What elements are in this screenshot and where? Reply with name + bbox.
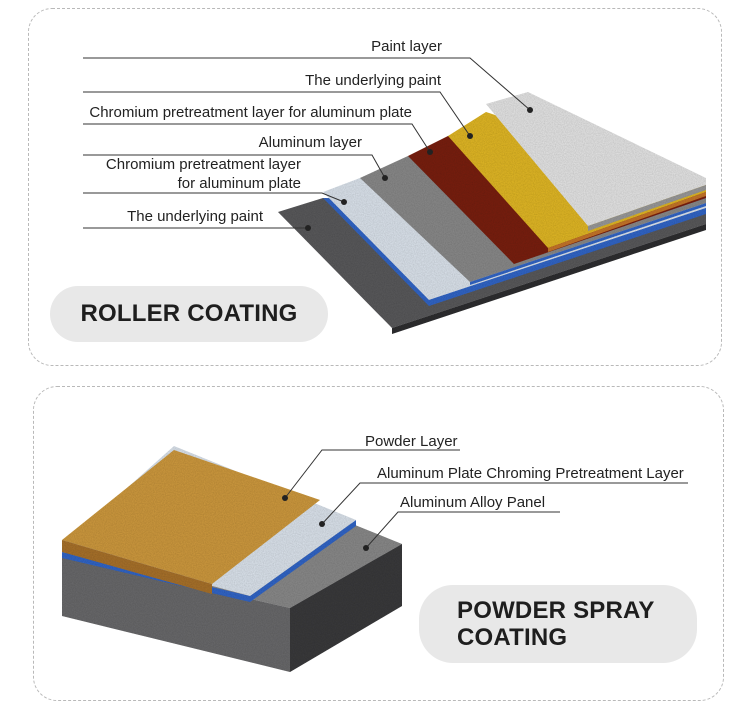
label-chroming-pretreatment: Aluminum Plate Chroming Pretreatment Lay… [377,465,684,482]
roller-coating-title-badge: ROLLER COATING [50,286,328,342]
roller-paint-layer [486,92,706,226]
roller-leader-lines [83,57,531,229]
label-underlying-paint-bottom: The underlying paint [127,208,264,225]
label-paint-layer: Paint layer [371,38,442,55]
powder-layer-stack [62,446,402,672]
roller-coating-panel [28,8,722,366]
label-alloy-panel: Aluminum Alloy Panel [400,494,545,511]
label-powder-layer: Powder Layer [365,433,458,450]
powder-spray-title: POWDER SPRAY COATING [457,597,655,651]
label-aluminum-layer: Aluminum layer [259,134,362,151]
roller-layer-stack [278,92,706,334]
label-chromium-bottom-line1: Chromium pretreatment layer [106,156,301,173]
powder-spray-title-badge: POWDER SPRAY COATING [419,585,697,663]
powder-alloy-panel-side [290,544,402,672]
label-chromium-top: Chromium pretreatment layer for aluminum… [89,104,412,121]
label-underlying-paint-top: The underlying paint [305,72,442,89]
roller-leader-dots [305,107,533,231]
label-chromium-bottom-line2: for aluminum plate [178,175,301,192]
powder-layer-front [62,540,212,594]
powder-spray-panel [33,386,724,701]
roller-coating-title: ROLLER COATING [80,300,298,327]
powder-leader-lines [284,449,688,549]
powder-alloy-panel-front [62,556,290,672]
powder-layer-top [62,450,320,584]
powder-leader-dots [282,495,369,551]
